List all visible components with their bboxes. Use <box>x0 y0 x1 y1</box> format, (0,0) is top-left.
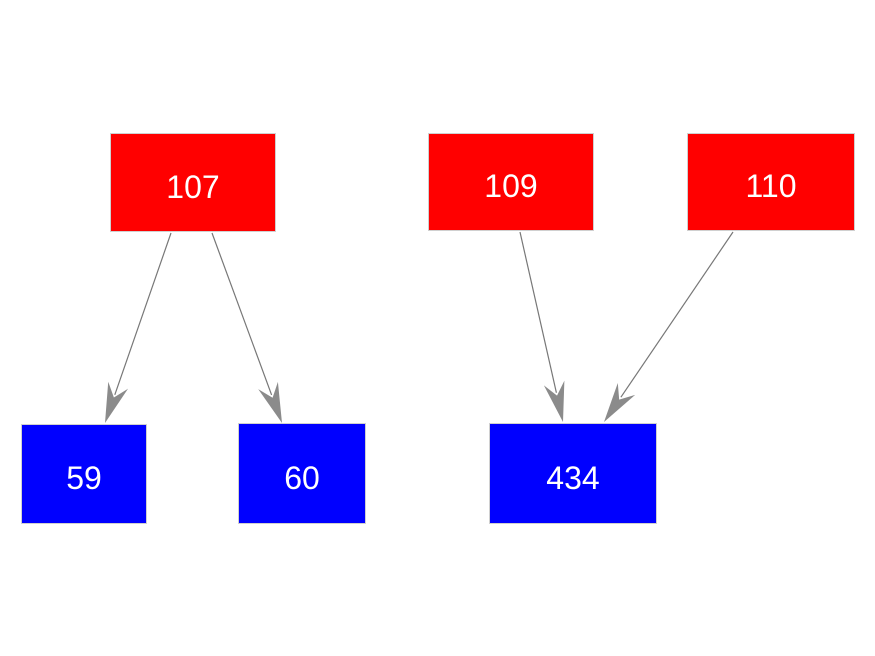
node-110: 110 <box>687 133 855 231</box>
edge-line <box>114 232 172 395</box>
arrowhead-icon <box>543 380 565 422</box>
arrowhead-icon <box>105 381 129 423</box>
edge-line <box>620 231 734 398</box>
arrowhead-icon <box>604 383 636 422</box>
edge-107-60 <box>211 232 282 423</box>
node-109: 109 <box>428 133 594 231</box>
edge-line <box>211 232 273 396</box>
edge-line <box>519 231 557 393</box>
node-60: 60 <box>238 423 366 524</box>
edge-109-434 <box>519 231 565 422</box>
node-434: 434 <box>489 423 657 524</box>
node-59: 59 <box>21 424 147 524</box>
arrowhead-icon <box>258 381 282 423</box>
edge-110-434 <box>604 231 734 422</box>
node-107: 107 <box>110 133 276 232</box>
edge-107-59 <box>105 232 172 423</box>
